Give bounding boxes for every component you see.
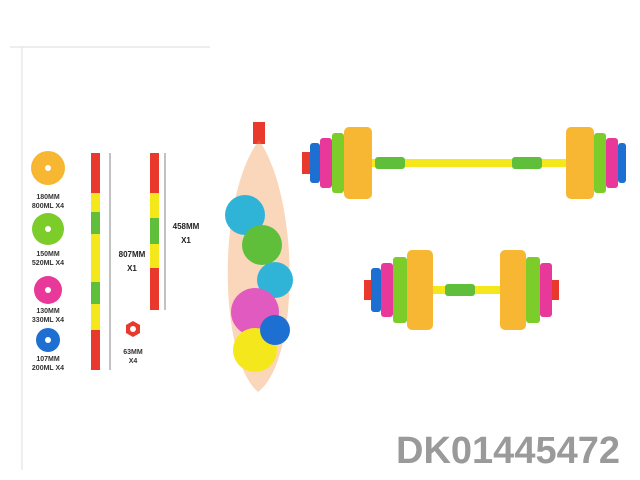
short-bar-qty: X1 xyxy=(181,236,191,245)
plate-volume: 520ML X4 xyxy=(31,260,65,267)
nut-icon xyxy=(126,321,140,337)
short-bar-label: 458MM X1 xyxy=(166,220,206,248)
net-bag xyxy=(225,122,293,392)
plate-icons xyxy=(31,151,65,352)
product-code: DK01445472 xyxy=(396,430,620,472)
nut-size: 63MM xyxy=(123,349,143,356)
long-bar-qty: X1 xyxy=(127,264,137,273)
plate-volume: 800ML X4 xyxy=(31,203,65,210)
long-bar-length: 807MM xyxy=(118,250,146,259)
plate-volume: 330ML X4 xyxy=(31,317,65,324)
plate-label-180: 180MM 800ML X4 xyxy=(18,193,78,211)
plate-size: 150MM xyxy=(36,251,60,258)
large-barbell xyxy=(302,127,626,199)
short-bar-length: 458MM xyxy=(172,222,200,231)
plate-label-107: 107MM 200ML X4 xyxy=(18,355,78,373)
plate-size: 130MM xyxy=(36,308,60,315)
panel-frame xyxy=(10,46,210,470)
plate-volume: 200ML X4 xyxy=(31,365,65,372)
plate-label-150: 150MM 520ML X4 xyxy=(18,250,78,268)
nut-qty: X4 xyxy=(128,358,138,365)
short-bar xyxy=(150,153,166,310)
plate-size: 180MM xyxy=(36,194,60,201)
long-bar xyxy=(91,153,111,370)
plate-size: 107MM xyxy=(36,356,60,363)
plate-label-130: 130MM 330ML X4 xyxy=(18,307,78,325)
nut-label: 63MM X4 xyxy=(103,348,163,366)
small-barbell xyxy=(364,250,559,330)
long-bar-label: 807MM X1 xyxy=(112,248,152,276)
